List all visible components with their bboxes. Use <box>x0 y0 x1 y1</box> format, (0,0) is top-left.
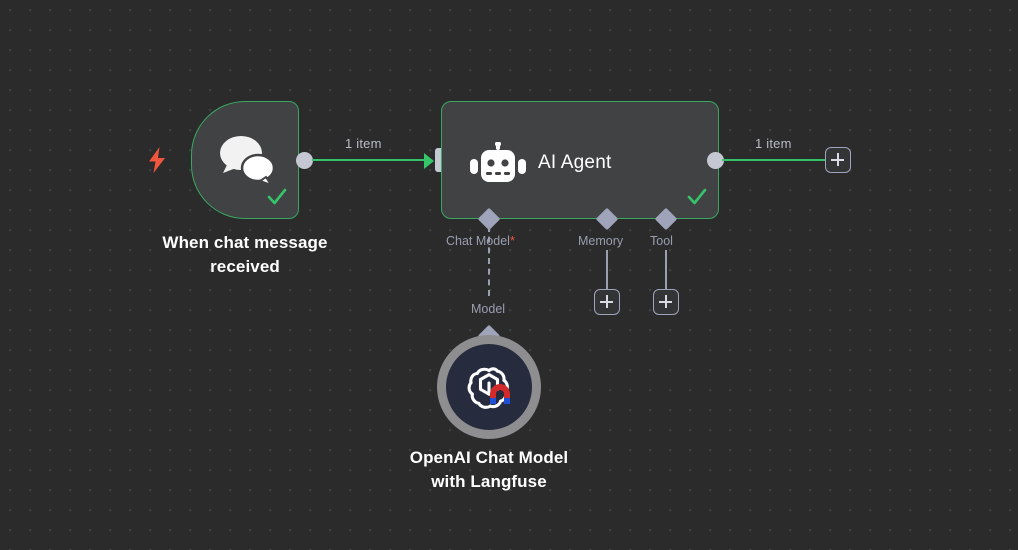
robot-icon <box>470 141 526 195</box>
edge-trigger-to-agent <box>312 159 430 161</box>
required-asterisk: * <box>509 234 515 248</box>
edge-arrowhead-icon <box>424 153 434 169</box>
agent-input-port[interactable] <box>435 148 444 172</box>
sub-connector-label-chat-model: Chat Model* <box>446 234 515 248</box>
add-node-button-memory[interactable] <box>594 289 620 315</box>
agent-output-port[interactable] <box>707 152 724 169</box>
edge-label-trigger-to-agent: 1 item <box>345 136 382 151</box>
edge-agent-to-chat-model <box>488 226 490 296</box>
lightning-bolt-icon <box>146 146 168 174</box>
edge-label-agent-output: 1 item <box>755 136 792 151</box>
node-openai-chat-model-with-langfuse[interactable] <box>437 335 541 439</box>
sub-connector-label-tool: Tool <box>650 234 673 248</box>
agent-status-check-icon <box>686 186 708 208</box>
trigger-node-caption: When chat message received <box>162 233 328 276</box>
node-when-chat-message-received[interactable] <box>191 101 299 219</box>
add-node-button-tool[interactable] <box>653 289 679 315</box>
sub-connector-label-memory: Memory <box>578 234 624 248</box>
add-node-button-output[interactable] <box>825 147 851 173</box>
chat-model-label-text: Chat Model <box>446 234 510 248</box>
trigger-output-port[interactable] <box>296 152 313 169</box>
trigger-status-check-icon <box>266 186 288 208</box>
edge-agent-to-memory-add <box>606 250 608 292</box>
agent-node-title: AI Agent <box>538 152 612 173</box>
chat-model-node-caption: OpenAI Chat Model with Langfuse <box>409 448 569 491</box>
edge-agent-to-add <box>722 159 825 161</box>
openai-langfuse-icon <box>463 361 515 418</box>
chat-bubbles-icon <box>216 132 278 193</box>
edge-label-model: Model <box>468 302 509 316</box>
edge-agent-to-tool-add <box>665 250 667 292</box>
node-ai-agent[interactable]: AI Agent <box>441 101 719 219</box>
